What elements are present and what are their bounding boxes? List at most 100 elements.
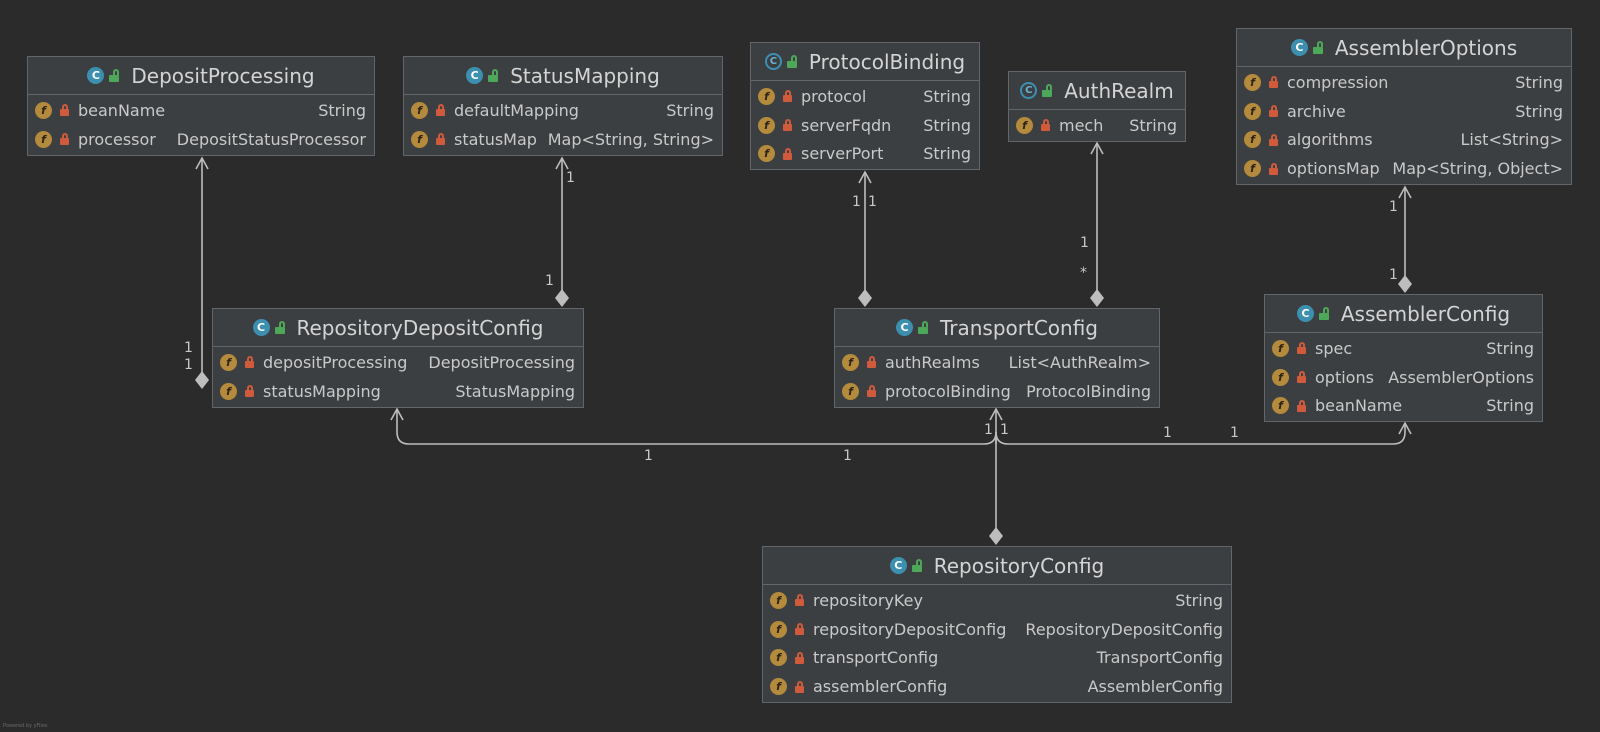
field-row[interactable]: f mech String: [1009, 111, 1185, 140]
field-name: processor: [78, 129, 156, 149]
arrowhead: [195, 156, 209, 170]
private-lock-icon: [1269, 76, 1278, 89]
public-lock-icon: [917, 321, 929, 334]
class-title: TransportConfig: [939, 315, 1099, 340]
private-lock-icon: [1269, 162, 1278, 175]
field-row[interactable]: f algorithms List<String>: [1237, 126, 1571, 155]
field-row[interactable]: f repositoryDepositConfig RepositoryDepo…: [763, 615, 1231, 644]
class-header: C AssemblerOptions: [1237, 29, 1571, 67]
field-name: repositoryDepositConfig: [813, 619, 1007, 639]
field-name: options: [1315, 367, 1374, 387]
field-row[interactable]: f serverFqdn String: [751, 111, 979, 140]
composition-diamond: [555, 289, 569, 307]
class-header: C RepositoryDepositConfig: [213, 309, 583, 347]
field-name: beanName: [1315, 396, 1403, 416]
private-lock-icon: [783, 90, 792, 103]
multiplicity-label: 1: [984, 422, 993, 438]
field-type: String: [923, 115, 971, 135]
field-type: TransportConfig: [1096, 648, 1223, 668]
public-lock-icon: [488, 69, 499, 82]
class-box-depositprocessing[interactable]: C DepositProcessing f beanName String f …: [27, 56, 375, 156]
multiplicity-label: 1: [1000, 422, 1009, 438]
private-lock-icon: [795, 623, 804, 636]
field-row[interactable]: f repositoryKey String: [763, 586, 1231, 615]
public-lock-icon: [911, 559, 923, 572]
field-row[interactable]: f beanName String: [1265, 392, 1542, 421]
class-title: StatusMapping: [510, 63, 660, 88]
field-icon: f: [35, 130, 52, 148]
private-lock-icon: [245, 385, 254, 398]
public-lock-icon: [1318, 307, 1330, 320]
field-icon: f: [842, 353, 859, 371]
field-icon: f: [770, 620, 787, 638]
field-row[interactable]: f transportConfig TransportConfig: [763, 644, 1231, 673]
field-row[interactable]: f archive String: [1237, 97, 1571, 126]
field-row[interactable]: f compression String: [1237, 68, 1571, 97]
class-box-repositoryconfig[interactable]: C RepositoryConfig f repositoryKey Strin…: [762, 546, 1232, 704]
field-row[interactable]: f statusMap Map<String, String>: [404, 125, 722, 154]
field-row[interactable]: f assemblerConfig AssemblerConfig: [763, 672, 1231, 701]
field-type: List<String>: [1460, 130, 1563, 150]
field-row[interactable]: f depositProcessing DepositProcessing: [213, 348, 583, 377]
field-row[interactable]: f optionsMap Map<String, Object>: [1237, 154, 1571, 183]
multiplicity-label: 1: [644, 448, 653, 464]
class-box-statusmapping[interactable]: C StatusMapping f defaultMapping String …: [403, 56, 723, 156]
field-name: protocolBinding: [885, 381, 1011, 401]
field-name: compression: [1287, 72, 1389, 92]
class-box-assemblerconfig[interactable]: C AssemblerConfig f spec String f option…: [1264, 294, 1543, 423]
multiplicity-label: 1: [868, 194, 877, 210]
class-header: C AuthRealm: [1009, 72, 1185, 110]
field-row[interactable]: f spec String: [1265, 334, 1542, 363]
field-name: protocol: [801, 86, 867, 106]
private-lock-icon: [1297, 342, 1306, 355]
class-icon: C: [889, 557, 907, 574]
private-lock-icon: [867, 385, 876, 398]
arrowhead: [858, 170, 872, 184]
field-row[interactable]: f protocol String: [751, 82, 979, 111]
field-icon: f: [220, 382, 237, 400]
class-box-assembleroptions[interactable]: C AssemblerOptions f compression String …: [1236, 28, 1572, 186]
composition-diamond: [858, 289, 872, 307]
class-box-authrealm[interactable]: C AuthRealm f mech String: [1008, 71, 1186, 142]
field-name: beanName: [78, 100, 166, 120]
private-lock-icon: [795, 594, 804, 607]
field-row[interactable]: f authRealms List<AuthRealm>: [835, 348, 1159, 377]
field-name: serverFqdn: [801, 115, 892, 135]
field-name: repositoryKey: [813, 590, 923, 610]
class-header: C StatusMapping: [404, 57, 722, 95]
arrowhead: [1090, 141, 1104, 155]
field-type: DepositStatusProcessor: [176, 129, 366, 149]
multiplicity-label: 1: [566, 170, 575, 186]
field-type: String: [923, 144, 971, 164]
public-lock-icon: [1042, 84, 1053, 97]
field-row[interactable]: f statusMapping StatusMapping: [213, 377, 583, 406]
arrowhead: [555, 156, 569, 170]
field-row[interactable]: f options AssemblerOptions: [1265, 363, 1542, 392]
field-row[interactable]: f serverPort String: [751, 140, 979, 169]
field-row[interactable]: f processor DepositStatusProcessor: [28, 125, 374, 154]
class-box-repositorydepositconfig[interactable]: C RepositoryDepositConfig f depositProce…: [212, 308, 584, 408]
private-lock-icon: [245, 356, 254, 369]
field-icon: f: [842, 382, 859, 400]
class-title: AssemblerConfig: [1340, 301, 1511, 326]
field-row[interactable]: f defaultMapping String: [404, 96, 722, 125]
multiplicity-label: 1: [184, 357, 193, 373]
field-icon: f: [770, 591, 787, 609]
field-row[interactable]: f beanName String: [28, 96, 374, 125]
multiplicity-label: *: [1080, 265, 1087, 281]
private-lock-icon: [1269, 105, 1278, 118]
field-name: depositProcessing: [263, 352, 408, 372]
field-icon: f: [220, 353, 237, 371]
class-icon: C: [252, 319, 270, 336]
private-lock-icon: [60, 133, 69, 146]
class-title: AssemblerOptions: [1334, 35, 1518, 60]
arrowhead: [1398, 421, 1412, 435]
field-name: transportConfig: [813, 648, 939, 668]
field-type: ProtocolBinding: [1026, 381, 1151, 401]
field-icon: f: [758, 145, 775, 163]
field-row[interactable]: f protocolBinding ProtocolBinding: [835, 377, 1159, 406]
field-type: AssemblerConfig: [1087, 677, 1223, 697]
class-box-protocolbinding[interactable]: C ProtocolBinding f protocol String f se…: [750, 42, 980, 171]
class-box-transportconfig[interactable]: C TransportConfig f authRealms List<Auth…: [834, 308, 1160, 408]
